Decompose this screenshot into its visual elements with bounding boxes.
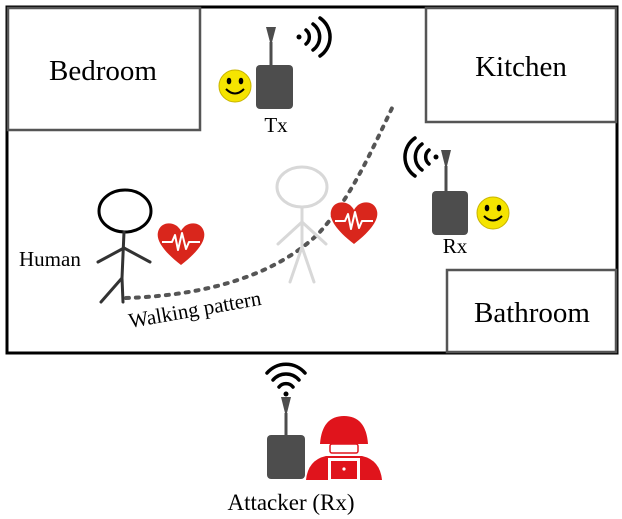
rx-label: Rx: [443, 234, 468, 258]
smiley-icon: [218, 69, 252, 103]
bathroom-room: Bathroom: [445, 268, 618, 354]
heartbeat-icon: [157, 223, 205, 265]
attacker-device: [265, 362, 307, 479]
tx-label: Tx: [264, 113, 288, 137]
walking-pattern-label: Walking pattern: [127, 286, 264, 333]
bedroom-room: Bedroom: [6, 6, 202, 132]
kitchen-label: Kitchen: [475, 51, 567, 83]
antenna-icon: [266, 27, 276, 46]
wifi-signal-icon: [296, 16, 332, 58]
smiley-icon: [476, 196, 510, 230]
stick-figure-icon: [275, 165, 329, 284]
heartbeat-icon: [330, 202, 378, 244]
kitchen-room: Kitchen: [424, 6, 618, 124]
attacker-label: Attacker (Rx): [227, 490, 354, 515]
receiver-device: Rx: [403, 136, 468, 258]
transmitter-device: Tx: [256, 16, 332, 137]
wifi-signal-icon: [265, 362, 307, 397]
antenna-icon: [441, 150, 451, 170]
stick-figure-icon: [96, 188, 153, 304]
human-label: Human: [19, 247, 81, 271]
wifi-signal-icon: [403, 136, 439, 178]
antenna-icon: [281, 397, 291, 417]
bathroom-label: Bathroom: [474, 297, 590, 329]
house-outline: [5, 5, 619, 355]
walking-path: [124, 104, 395, 300]
hacker-icon: [306, 416, 382, 480]
bedroom-label: Bedroom: [49, 55, 157, 87]
